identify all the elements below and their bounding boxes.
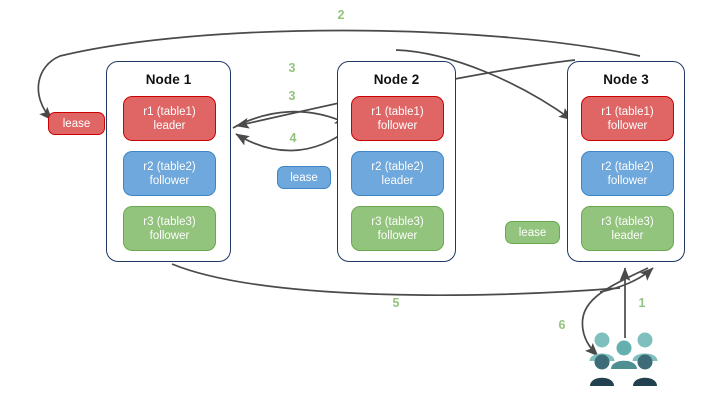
users-icon xyxy=(589,332,658,386)
replica-node1-r3[interactable]: r3 (table3) follower xyxy=(123,206,216,251)
lease-chip-green[interactable]: lease xyxy=(505,221,560,244)
step-label-4: 4 xyxy=(289,131,297,145)
replica-node2-r1[interactable]: r1 (table1) follower xyxy=(351,96,444,141)
node-container-3: Node 3 r1 (table1) follower r2 (table2) … xyxy=(567,61,685,262)
replica-node2-r3[interactable]: r3 (table3) follower xyxy=(351,206,444,251)
replica-role: follower xyxy=(149,229,190,242)
replica-name: r3 (table3) xyxy=(371,215,424,228)
replica-role: follower xyxy=(377,119,418,132)
replica-name: r2 (table2) xyxy=(143,160,196,173)
replica-role: follower xyxy=(607,119,648,132)
replica-name: r1 (table1) xyxy=(371,105,424,118)
edge-step-5-head xyxy=(599,267,654,293)
replica-role: leader xyxy=(381,174,414,187)
replica-role: leader xyxy=(153,119,186,132)
edge-step-5 xyxy=(171,263,621,297)
step-label-2: 2 xyxy=(337,8,345,22)
replica-node3-r1[interactable]: r1 (table1) follower xyxy=(581,96,674,141)
node-container-2: Node 2 r1 (table1) follower r2 (table2) … xyxy=(337,61,456,262)
replica-name: r2 (table2) xyxy=(371,160,424,173)
node-container-1: Node 1 r1 (table1) leader r2 (table2) fo… xyxy=(106,61,231,262)
replica-name: r3 (table3) xyxy=(143,215,196,228)
replica-name: r2 (table2) xyxy=(601,160,654,173)
replica-role: follower xyxy=(607,174,648,187)
node-title-2: Node 2 xyxy=(373,72,420,87)
edge-step-3-lower xyxy=(232,110,349,129)
node-title-1: Node 1 xyxy=(145,72,192,87)
step-label-3-lower: 3 xyxy=(288,89,296,103)
lease-chip-blue[interactable]: lease xyxy=(277,166,331,189)
replica-node2-r2[interactable]: r2 (table2) leader xyxy=(351,151,444,196)
replica-role: follower xyxy=(149,174,190,187)
step-label-3-upper: 3 xyxy=(288,61,296,75)
replica-name: r1 (table1) xyxy=(601,105,654,118)
replica-node1-r2[interactable]: r2 (table2) follower xyxy=(123,151,216,196)
lease-chip-red[interactable]: lease xyxy=(48,112,105,135)
node-title-3: Node 3 xyxy=(603,72,649,87)
replica-node3-r3[interactable]: r3 (table3) leader xyxy=(581,206,674,251)
step-label-6: 6 xyxy=(558,318,566,332)
replica-role: leader xyxy=(611,229,644,242)
step-label-5: 5 xyxy=(392,296,400,310)
replica-role: follower xyxy=(377,229,418,242)
replica-name: r3 (table3) xyxy=(601,215,654,228)
replica-node3-r2[interactable]: r2 (table2) follower xyxy=(581,151,674,196)
step-label-1: 1 xyxy=(638,296,646,310)
replica-name: r1 (table1) xyxy=(143,105,196,118)
replica-node1-r1[interactable]: r1 (table1) leader xyxy=(123,96,216,141)
